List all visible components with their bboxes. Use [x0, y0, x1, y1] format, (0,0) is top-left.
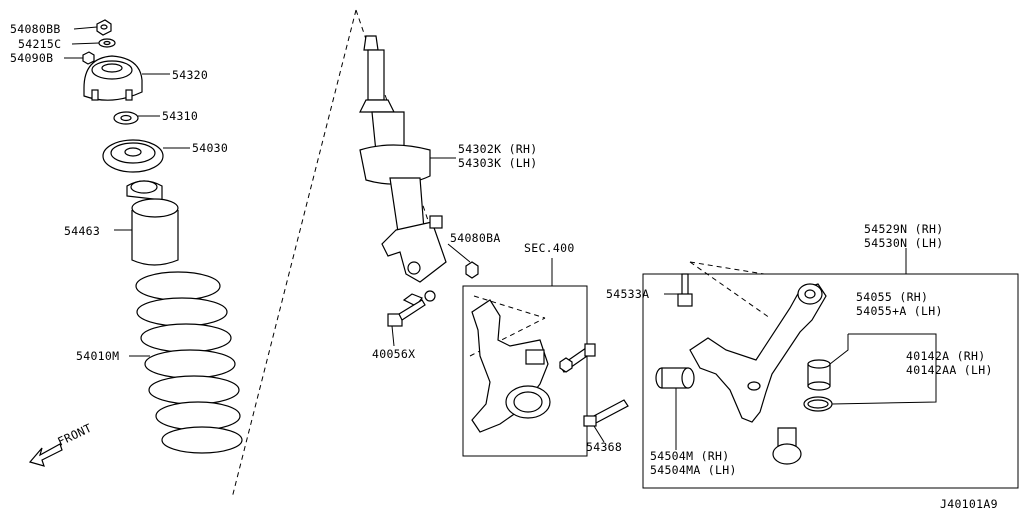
- leader-40142A-bracket: [848, 333, 937, 350]
- bushing-54504M: [655, 367, 695, 389]
- label-40142AA: 40142AA (LH): [906, 363, 993, 377]
- guide-line-arm-1: [689, 261, 765, 275]
- label-54533A: 54533A: [606, 287, 649, 301]
- bolt-54533A: [677, 273, 693, 307]
- label-40056X: 40056X: [372, 347, 415, 361]
- label-54529N: 54529N (RH): [864, 222, 943, 236]
- label-54463: 54463: [64, 224, 100, 238]
- clamp-40142A: [803, 396, 833, 412]
- label-54055A: 54055+A (LH): [856, 304, 943, 318]
- lower-arm-section-box: [642, 273, 1019, 489]
- strut-assembly-54302K: [359, 35, 447, 307]
- bearing-54310: [113, 111, 139, 125]
- nut-54080BA: [465, 261, 479, 279]
- label-54320: 54320: [172, 68, 208, 82]
- spring-seat-54030: [102, 139, 164, 173]
- bolt-54368: [583, 399, 629, 427]
- steering-knuckle: [471, 299, 551, 433]
- strut-mount-54320: [83, 55, 143, 101]
- diagram-id: J40101A9: [940, 497, 998, 511]
- coil-spring-54010M: [135, 271, 243, 454]
- label-40142A: 40142A (RH): [906, 349, 985, 363]
- guide-line-arm-2: [689, 261, 771, 319]
- label-54010M: 54010M: [76, 349, 119, 363]
- bound-bumper-54463: [126, 180, 179, 266]
- leader-54368: [593, 425, 605, 443]
- label-54368: 54368: [586, 440, 622, 454]
- nut-54090B: [82, 51, 95, 65]
- label-54530N: 54530N (LH): [864, 236, 943, 250]
- label-sec400: SEC.400: [524, 241, 575, 255]
- label-front: FRONT: [55, 421, 94, 449]
- knuckle-bolt: [559, 343, 596, 373]
- bushing-54055: [807, 359, 831, 391]
- leader-54080BB: [73, 26, 98, 30]
- label-54080BB: 54080BB: [10, 22, 61, 36]
- label-54030: 54030: [192, 141, 228, 155]
- leader-40142A: [831, 350, 937, 405]
- label-54504MA: 54504MA (LH): [650, 463, 737, 477]
- leader-54080BA: [447, 243, 471, 263]
- label-54215C: 54215C: [18, 37, 61, 51]
- bolt-40056X: [387, 299, 426, 327]
- nut-54080BB: [96, 19, 112, 36]
- label-54504M: 54504M (RH): [650, 449, 729, 463]
- label-54303K: 54303K (LH): [458, 156, 537, 170]
- guide-line-left: [231, 9, 357, 499]
- label-54310: 54310: [162, 109, 198, 123]
- label-54080BA: 54080BA: [450, 231, 501, 245]
- front-arrow-icon: [28, 443, 63, 467]
- label-54302K: 54302K (RH): [458, 142, 537, 156]
- leader-40056X: [391, 325, 395, 347]
- label-54055: 54055 (RH): [856, 290, 928, 304]
- leader-54055: [829, 334, 849, 365]
- lower-control-arm-54529N: [689, 283, 827, 465]
- washer-54215C: [98, 38, 116, 48]
- leader-54215C: [71, 42, 100, 45]
- knuckle-section-box: [462, 285, 588, 457]
- guide-line-knuckle: [473, 295, 546, 319]
- label-54090B: 54090B: [10, 51, 53, 65]
